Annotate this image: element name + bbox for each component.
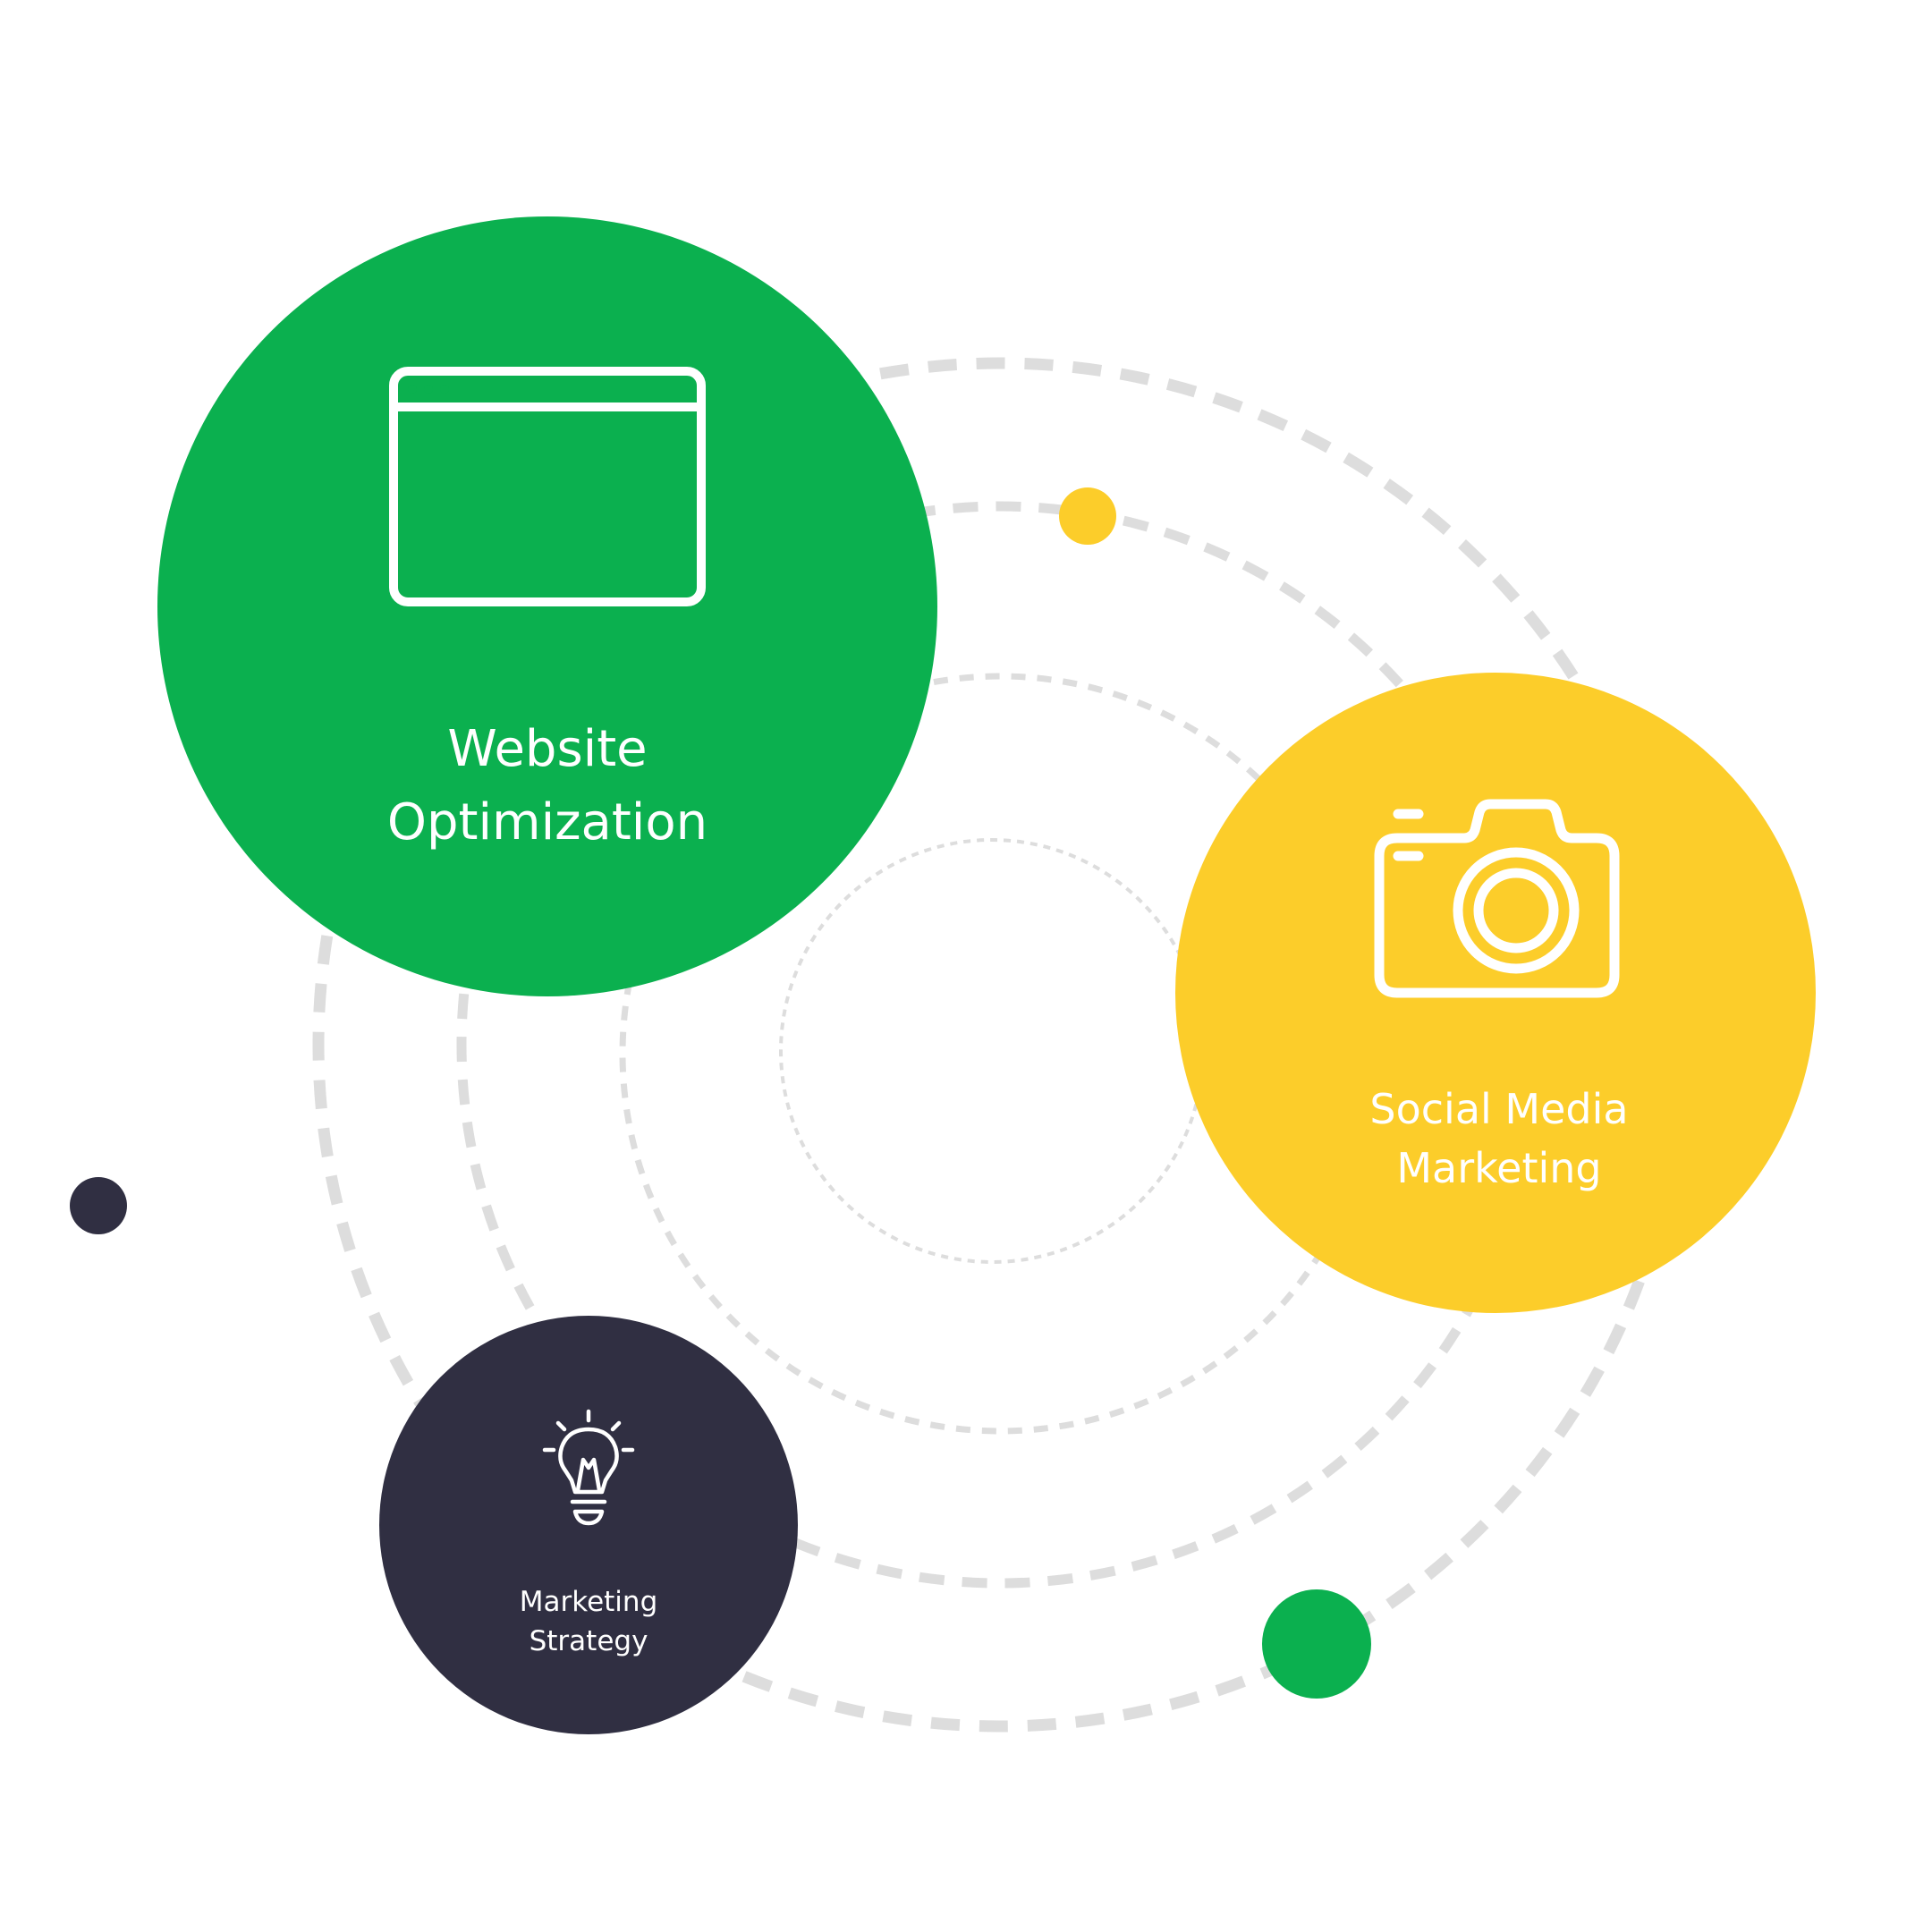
browser-window-icon xyxy=(389,367,706,606)
social-media-marketing-label-line1: Social Media xyxy=(1369,1085,1629,1133)
marketing-strategy-label-line2: Strategy xyxy=(529,1625,648,1657)
website-optimization-label-line2: Optimization xyxy=(386,793,708,852)
orbit-ring-inner xyxy=(779,838,1205,1264)
node-website-optimization xyxy=(157,216,937,996)
marketing-strategy-label-line1: Marketing xyxy=(519,1586,658,1618)
decor-dot-navy xyxy=(70,1177,127,1234)
node-social-media-marketing xyxy=(1175,673,1816,1313)
decor-dot-yellow xyxy=(1059,487,1116,545)
camera-icon xyxy=(1374,799,1620,998)
lightbulb-icon xyxy=(542,1409,635,1526)
node-marketing-strategy xyxy=(379,1316,798,1734)
website-optimization-label-line1: Website xyxy=(447,720,648,778)
marketing-strategy-label: Marketing Strategy xyxy=(520,1582,658,1661)
social-media-marketing-label-line2: Marketing xyxy=(1396,1144,1602,1192)
website-optimization-label: Website Optimization xyxy=(387,713,708,860)
decor-dot-green xyxy=(1262,1589,1371,1699)
social-media-marketing-label: Social Media Marketing xyxy=(1369,1080,1628,1198)
